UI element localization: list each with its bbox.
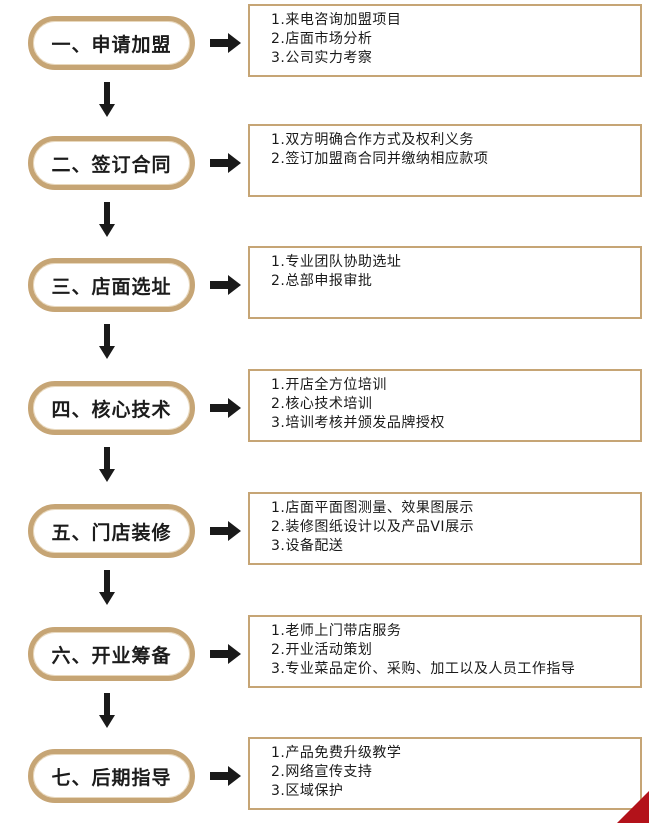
step-title: 四、核心技术 (51, 398, 172, 421)
detail-item: 1.专业团队协助选址 (271, 254, 402, 270)
step-title-pill: 四、核心技术 (28, 381, 195, 435)
step-title-pill: 一、申请加盟 (28, 16, 195, 70)
step-title-pill: 七、后期指导 (28, 749, 195, 803)
step-title: 一、申请加盟 (51, 33, 172, 56)
step-detail-box: 1.开店全方位培训 2.核心技术培训 3.培训考核并颁发品牌授权 (248, 369, 642, 442)
detail-item: 2.总部申报审批 (271, 273, 373, 289)
detail-item: 1.开店全方位培训 (271, 377, 387, 393)
step-title-pill: 二、签订合同 (28, 136, 195, 190)
right-arrow-icon (210, 153, 241, 173)
detail-item: 3.公司实力考察 (271, 50, 373, 66)
step-detail-box: 1.双方明确合作方式及权利义务 2.签订加盟商合同并缴纳相应款项 (248, 124, 642, 197)
step-title: 二、签订合同 (51, 153, 172, 176)
step-detail-box: 1.店面平面图测量、效果图展示 2.装修图纸设计以及产品VI展示 3.设备配送 (248, 492, 642, 565)
detail-item: 1.来电咨询加盟项目 (271, 12, 402, 28)
down-arrow-icon (99, 693, 115, 728)
step-detail-box: 1.来电咨询加盟项目 2.店面市场分析 3.公司实力考察 (248, 4, 642, 77)
detail-item: 1.老师上门带店服务 (271, 623, 402, 639)
detail-item: 3.专业菜品定价、采购、加工以及人员工作指导 (271, 661, 576, 677)
right-arrow-icon (210, 521, 241, 541)
step-title: 六、开业筹备 (51, 644, 172, 667)
flow-step: 七、后期指导 1.产品免费升级教学 2.网络宣传支持 3.区域保护 (0, 737, 649, 827)
flow-step: 二、签订合同 1.双方明确合作方式及权利义务 2.签订加盟商合同并缴纳相应款项 (0, 124, 649, 214)
step-title: 五、门店装修 (51, 521, 172, 544)
corner-decoration (617, 791, 649, 823)
flow-step: 三、店面选址 1.专业团队协助选址 2.总部申报审批 (0, 246, 649, 336)
detail-item: 1.产品免费升级教学 (271, 745, 402, 761)
right-arrow-icon (210, 275, 241, 295)
detail-item: 3.设备配送 (271, 538, 344, 554)
step-title-pill: 六、开业筹备 (28, 627, 195, 681)
detail-item: 3.培训考核并颁发品牌授权 (271, 415, 445, 431)
detail-item: 2.店面市场分析 (271, 31, 373, 47)
step-title-pill: 三、店面选址 (28, 258, 195, 312)
down-arrow-icon (99, 570, 115, 605)
right-arrow-icon (210, 398, 241, 418)
detail-item: 2.开业活动策划 (271, 642, 373, 658)
down-arrow-icon (99, 447, 115, 482)
step-title: 七、后期指导 (51, 766, 172, 789)
down-arrow-icon (99, 82, 115, 117)
detail-item: 2.网络宣传支持 (271, 764, 373, 780)
flow-step: 五、门店装修 1.店面平面图测量、效果图展示 2.装修图纸设计以及产品VI展示 3.设… (0, 492, 649, 582)
step-detail-box: 1.产品免费升级教学 2.网络宣传支持 3.区域保护 (248, 737, 642, 810)
down-arrow-icon (99, 202, 115, 237)
detail-item: 1.店面平面图测量、效果图展示 (271, 500, 474, 516)
flow-step: 四、核心技术 1.开店全方位培训 2.核心技术培训 3.培训考核并颁发品牌授权 (0, 369, 649, 459)
detail-item: 2.核心技术培训 (271, 396, 373, 412)
step-title: 三、店面选址 (51, 275, 172, 298)
step-detail-box: 1.老师上门带店服务 2.开业活动策划 3.专业菜品定价、采购、加工以及人员工作指导 (248, 615, 642, 688)
flow-step: 六、开业筹备 1.老师上门带店服务 2.开业活动策划 3.专业菜品定价、采购、加工以及… (0, 615, 649, 705)
flow-step: 一、申请加盟 1.来电咨询加盟项目 2.店面市场分析 3.公司实力考察 (0, 4, 649, 94)
detail-item: 2.装修图纸设计以及产品VI展示 (271, 519, 475, 535)
down-arrow-icon (99, 324, 115, 359)
right-arrow-icon (210, 644, 241, 664)
detail-item: 3.区域保护 (271, 783, 344, 799)
step-title-pill: 五、门店装修 (28, 504, 195, 558)
right-arrow-icon (210, 33, 241, 53)
right-arrow-icon (210, 766, 241, 786)
step-detail-box: 1.专业团队协助选址 2.总部申报审批 (248, 246, 642, 319)
detail-item: 1.双方明确合作方式及权利义务 (271, 132, 474, 148)
detail-item: 2.签订加盟商合同并缴纳相应款项 (271, 151, 489, 167)
